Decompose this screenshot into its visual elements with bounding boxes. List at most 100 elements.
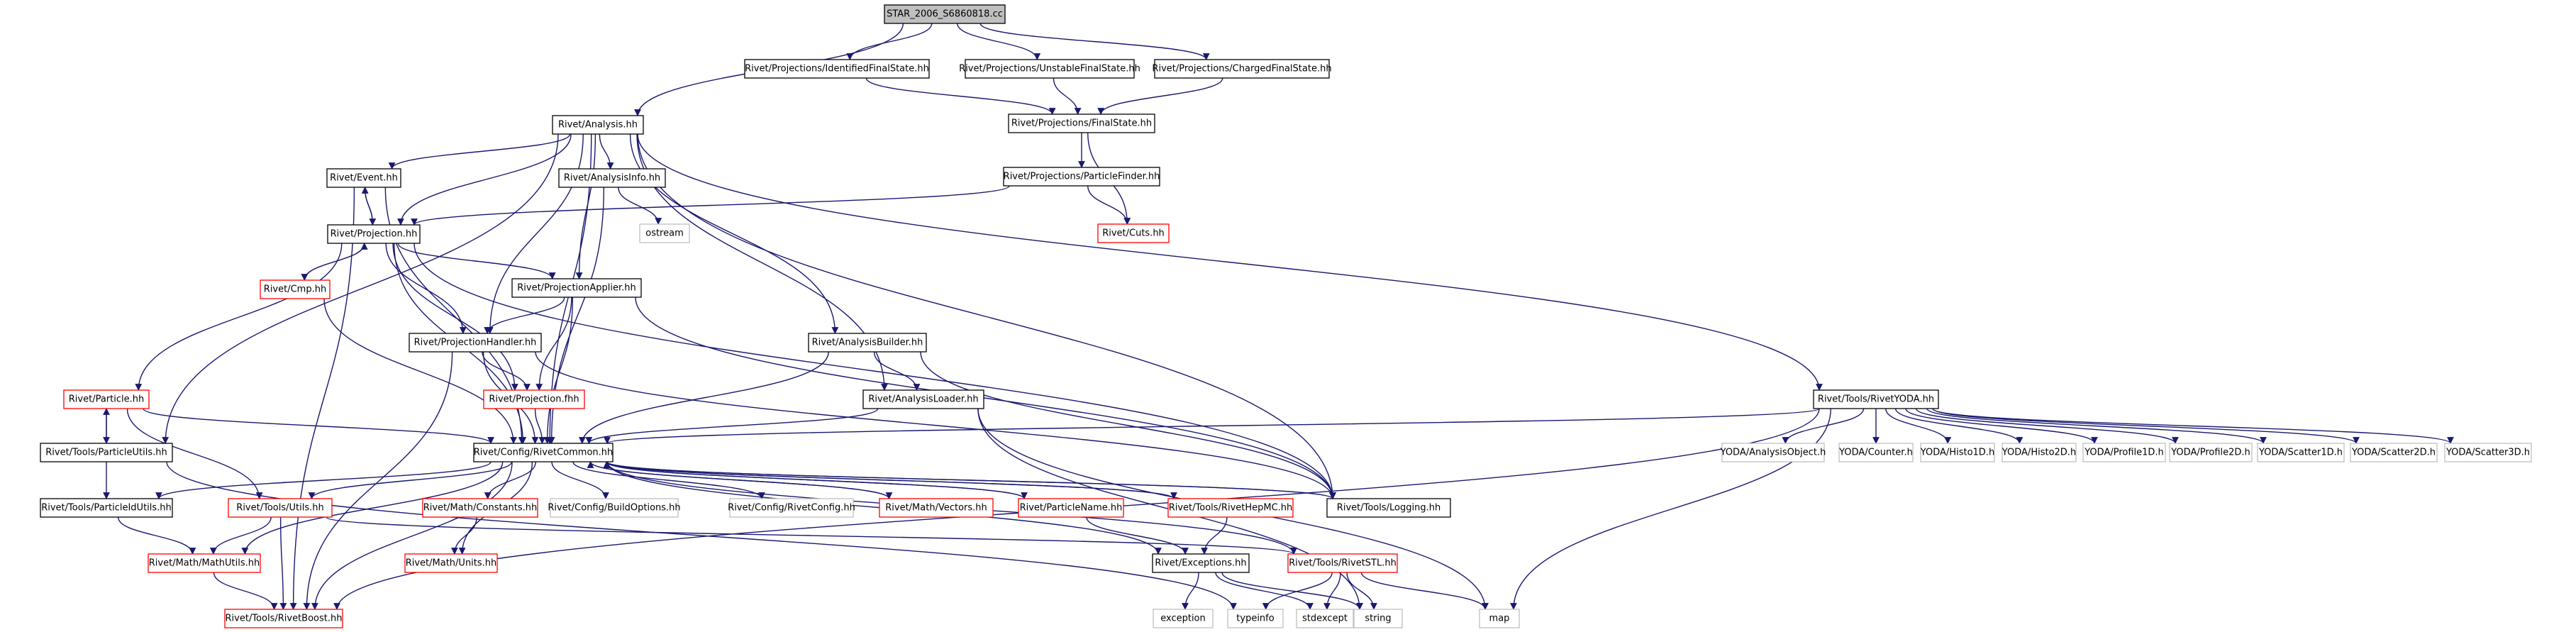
node-label: Rivet/Particle.hh: [69, 394, 144, 405]
edge-rivet-projectionapplier-hh-to-rivet-projectionhandler-hh: [484, 296, 565, 334]
edge-rivet-projection-fhh-to-rivet-config-rivetcommon-hh: [534, 408, 546, 444]
node-rivet-projections-finalstate-hh[interactable]: Rivet/Projections/FinalState.hh: [1008, 113, 1155, 133]
node-rivet-particlename-hh[interactable]: Rivet/ParticleName.hh: [1018, 498, 1124, 518]
node-label: Rivet/Cuts.hh: [1102, 228, 1165, 239]
edge-rivet-tools-particleidutils-hh-to-rivet-math-mathutils-hh: [117, 516, 196, 555]
edge-rivet-cmp-hh-to-rivet-config-rivetcommon-hh: [323, 298, 517, 444]
node-box: [40, 498, 173, 518]
node-rivet-tools-rivethepmc-hh[interactable]: Rivet/Tools/RivetHepMC.hh: [1167, 498, 1294, 518]
node-label: Rivet/Exceptions.hh: [1155, 558, 1246, 569]
node-label: YODA/Profile1D.h: [2084, 448, 2164, 458]
node-rivet-projections-unstablefinalstate-hh[interactable]: Rivet/Projections/UnstableFinalState.hh: [959, 59, 1140, 79]
node-label: YODA/Scatter2D.h: [2351, 448, 2436, 458]
nodes-layer: STAR_2006_S6860818.ccRivet/Analysis.hhRi…: [40, 4, 2532, 628]
node-box: [965, 59, 1135, 79]
node-box: [1152, 553, 1250, 573]
node-rivet-analysis-hh[interactable]: Rivet/Analysis.hh: [552, 115, 644, 135]
edge-rivet-cmp-hh-to-rivet-projection-hh: [304, 243, 368, 281]
node-rivet-math-constants-hh[interactable]: Rivet/Math/Constants.hh: [422, 498, 538, 518]
node-yoda-histo2d-h: YODA/Histo2D.h: [2002, 443, 2077, 462]
edges-layer: [103, 23, 2454, 610]
node-box: [2169, 443, 2253, 462]
node-rivet-analysisbuilder-hh[interactable]: Rivet/AnalysisBuilder.hh: [808, 333, 927, 353]
node-rivet-config-rivetcommon-hh[interactable]: Rivet/Config/RivetCommon.hh: [473, 443, 614, 462]
node-rivet-tools-logging-hh[interactable]: Rivet/Tools/Logging.hh: [1326, 498, 1451, 518]
edge-rivet-analysisbuilder-hh-to-rivet-analysisloader-hh: [873, 351, 921, 391]
node-box: [1296, 609, 1354, 628]
node-rivet-tools-particleutils-hh[interactable]: Rivet/Tools/ParticleUtils.hh: [40, 443, 173, 462]
edge-rivet-tools-rivetyoda-hh-to-yoda-scatter1d-h: [1926, 408, 2267, 444]
edge-rivet-particle-hh-to-rivet-tools-utils-hh: [126, 408, 263, 499]
node-yoda-analysisobject-h: YODA/AnalysisObject.h: [1720, 443, 1826, 462]
node-rivet-particle-hh[interactable]: Rivet/Particle.hh: [63, 389, 150, 409]
node-map: map: [1479, 609, 1520, 628]
edge-rivet-tools-utils-hh-to-rivet-math-mathutils-hh: [209, 516, 272, 555]
node-label: Rivet/Projections/FinalState.hh: [1011, 118, 1152, 129]
edge-rivet-tools-rivetyoda-hh-to-yoda-analysisobject-h: [1782, 408, 1865, 444]
node-label: Rivet/Tools/ParticleUtils.hh: [45, 448, 167, 458]
node-label: Rivet/Tools/ParticleIdUtils.hh: [41, 503, 172, 514]
node-box: [1018, 498, 1124, 518]
node-rivet-projectionapplier-hh[interactable]: Rivet/ProjectionApplier.hh: [511, 278, 642, 298]
node-rivet-analysisinfo-hh[interactable]: Rivet/AnalysisInfo.hh: [558, 168, 666, 188]
node-rivet-projections-particlefinder-hh[interactable]: Rivet/Projections/ParticleFinder.hh: [1003, 167, 1160, 187]
edge-rivet-analysisloader-hh-to-rivet-config-rivetcommon-hh: [585, 408, 879, 444]
edge-rivet-analysis-hh-to-rivet-event-hh: [388, 133, 571, 170]
node-label: stdexcept: [1302, 614, 1348, 624]
node-rivet-tools-particleidutils-hh[interactable]: Rivet/Tools/ParticleIdUtils.hh: [40, 498, 173, 518]
edge-rivet-projection-hh-to-rivet-projectionapplier-hh: [397, 243, 556, 279]
node-label: YODA/Counter.h: [1838, 448, 1913, 458]
node-rivet-math-mathutils-hh[interactable]: Rivet/Math/MathUtils.hh: [148, 553, 261, 573]
node-rivet-projection-fhh[interactable]: Rivet/Projection.fhh: [483, 389, 585, 409]
node-star-2006-s6860818-cc[interactable]: STAR_2006_S6860818.cc: [884, 4, 1006, 24]
node-rivet-projectionhandler-hh[interactable]: Rivet/ProjectionHandler.hh: [409, 333, 542, 353]
node-rivet-projection-hh[interactable]: Rivet/Projection.hh: [327, 224, 421, 244]
node-box: [2002, 443, 2077, 462]
node-rivet-config-rivetconfig-hh: Rivet/Config/RivetConfig.hh: [728, 498, 855, 518]
node-ostream: ostream: [639, 223, 690, 243]
node-box: [550, 498, 679, 518]
edge-rivet-config-rivetcommon-hh-to-rivet-math-mathutils-hh: [241, 461, 504, 555]
node-yoda-scatter3d-h: YODA/Scatter3D.h: [2444, 443, 2532, 462]
node-stdexcept: stdexcept: [1296, 609, 1354, 628]
node-label: Rivet/Event.hh: [330, 173, 398, 184]
node-box: [862, 389, 984, 409]
node-rivet-cmp-hh[interactable]: Rivet/Cmp.hh: [260, 279, 331, 299]
node-label: YODA/Histo2D.h: [2002, 448, 2076, 458]
node-rivet-projections-identifiedfinalstate-hh[interactable]: Rivet/Projections/IdentifiedFinalState.h…: [744, 59, 930, 79]
node-box: [1721, 443, 1825, 462]
node-exception: exception: [1153, 609, 1214, 628]
node-rivet-tools-rivetstl-hh[interactable]: Rivet/Tools/RivetSTL.hh: [1287, 553, 1398, 573]
edge-rivet-tools-rivetyoda-hh-to-yoda-scatter2d-h: [1932, 408, 2360, 444]
node-rivet-projections-chargedfinalstate-hh[interactable]: Rivet/Projections/ChargedFinalState.hh: [1152, 59, 1332, 79]
node-yoda-scatter2d-h: YODA/Scatter2D.h: [2350, 443, 2438, 462]
node-rivet-cuts-hh[interactable]: Rivet/Cuts.hh: [1097, 223, 1170, 243]
node-rivet-tools-rivetboost-hh[interactable]: Rivet/Tools/RivetBoost.hh: [224, 609, 343, 628]
node-rivet-exceptions-hh[interactable]: Rivet/Exceptions.hh: [1152, 553, 1250, 573]
node-rivet-math-units-hh[interactable]: Rivet/Math/Units.hh: [404, 553, 498, 573]
node-label: Rivet/AnalysisBuilder.hh: [812, 338, 923, 348]
node-label: Rivet/Tools/Logging.hh: [1337, 503, 1440, 514]
node-box: [40, 443, 173, 462]
node-rivet-tools-utils-hh[interactable]: Rivet/Tools/Utils.hh: [228, 498, 333, 518]
edge-rivet-projection-hh-to-rivet-projectionhandler-hh: [385, 243, 467, 334]
node-box: [260, 279, 331, 299]
node-label: Rivet/AnalysisLoader.hh: [868, 394, 978, 405]
node-rivet-math-vectors-hh[interactable]: Rivet/Math/Vectors.hh: [879, 498, 994, 518]
edge-rivet-tools-utils-hh-to-rivet-tools-rivetboost-hh: [279, 516, 287, 610]
node-label: Rivet/Projections/IdentifiedFinalState.h…: [745, 64, 929, 74]
node-box: [552, 115, 644, 135]
node-rivet-event-hh[interactable]: Rivet/Event.hh: [326, 168, 401, 188]
node-typeinfo: typeinfo: [1227, 609, 1284, 628]
node-label: Rivet/Math/Units.hh: [406, 558, 497, 569]
edge-rivet-analysis-hh-to-rivet-analysisinfo-hh: [599, 133, 614, 170]
edge-rivet-tools-rivetstl-hh-to-map: [1360, 572, 1489, 610]
node-box: [1154, 59, 1330, 79]
node-box: [808, 333, 927, 353]
node-box: [639, 223, 690, 243]
node-rivet-tools-rivetyoda-hh[interactable]: Rivet/Tools/RivetYODA.hh: [1813, 389, 1939, 409]
node-label: Rivet/Tools/Utils.hh: [236, 503, 323, 514]
node-label: exception: [1160, 614, 1206, 624]
node-rivet-analysisloader-hh[interactable]: Rivet/AnalysisLoader.hh: [862, 389, 984, 409]
